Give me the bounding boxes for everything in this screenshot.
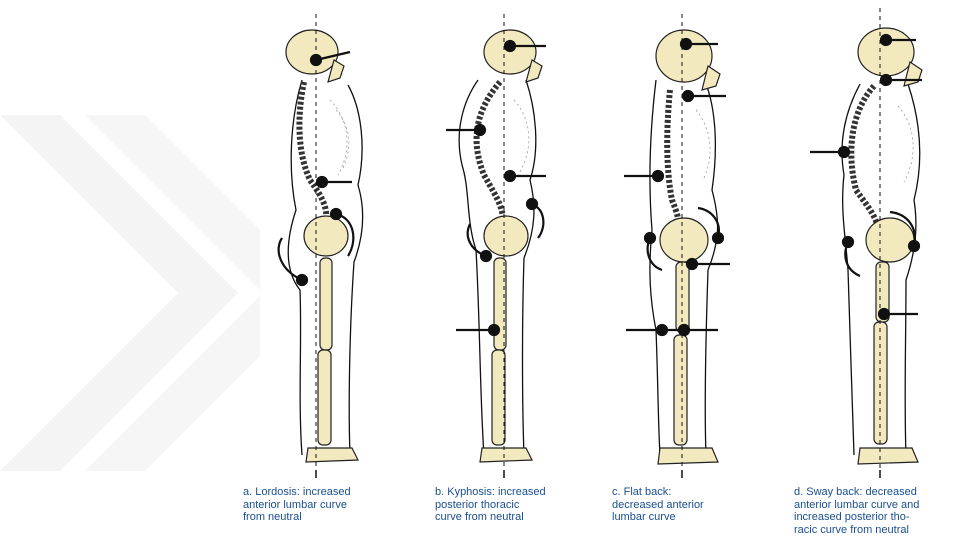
caption-line: lumbar curve xyxy=(612,511,704,524)
tibia xyxy=(492,350,505,445)
caption-line: posterior thoracic xyxy=(435,499,546,512)
pelvis xyxy=(866,218,914,262)
skeleton xyxy=(477,30,542,462)
caption-line: increased posterior tho- xyxy=(794,511,919,524)
skeleton xyxy=(286,30,358,462)
caption-line: a. Lordosis: increased xyxy=(243,486,351,499)
foot xyxy=(858,448,918,464)
skull xyxy=(656,30,712,82)
caption-flat-back: c. Flat back: decreased anterior lumbar … xyxy=(612,486,704,524)
foot xyxy=(306,448,358,462)
caption-lordosis: a. Lordosis: increased anterior lumbar c… xyxy=(243,486,351,524)
ribs xyxy=(898,106,913,182)
caption-line: d. Sway back: decreased xyxy=(794,486,919,499)
force-arrows xyxy=(810,35,922,319)
foot xyxy=(658,448,718,464)
caption-line: curve from neutral xyxy=(435,511,546,524)
caption-line: racic curve from neutral xyxy=(794,524,919,537)
figure-flat-back xyxy=(600,0,800,478)
ribs xyxy=(514,100,529,175)
figure-kyphosis xyxy=(410,0,610,478)
ribs xyxy=(330,100,349,175)
pelvis xyxy=(304,216,348,256)
caption-line: decreased anterior xyxy=(612,499,704,512)
watermark-chevrons xyxy=(0,0,260,558)
tibia xyxy=(318,350,331,445)
caption-line: c. Flat back: xyxy=(612,486,704,499)
caption-line: anterior lumbar curve and xyxy=(794,499,919,512)
foot xyxy=(480,448,532,462)
skull xyxy=(286,30,338,74)
femur xyxy=(320,258,332,350)
caption-sway-back: d. Sway back: decreased anterior lumbar … xyxy=(794,486,919,536)
caption-line: anterior lumbar curve xyxy=(243,499,351,512)
tibia xyxy=(674,335,687,445)
caption-line: from neutral xyxy=(243,511,351,524)
caption-line: b. Kyphosis: increased xyxy=(435,486,546,499)
pelvis xyxy=(660,218,708,262)
caption-kyphosis: b. Kyphosis: increased posterior thoraci… xyxy=(435,486,546,524)
figure-sway-back xyxy=(790,0,980,478)
pelvis xyxy=(484,216,528,256)
ribs xyxy=(696,110,710,178)
